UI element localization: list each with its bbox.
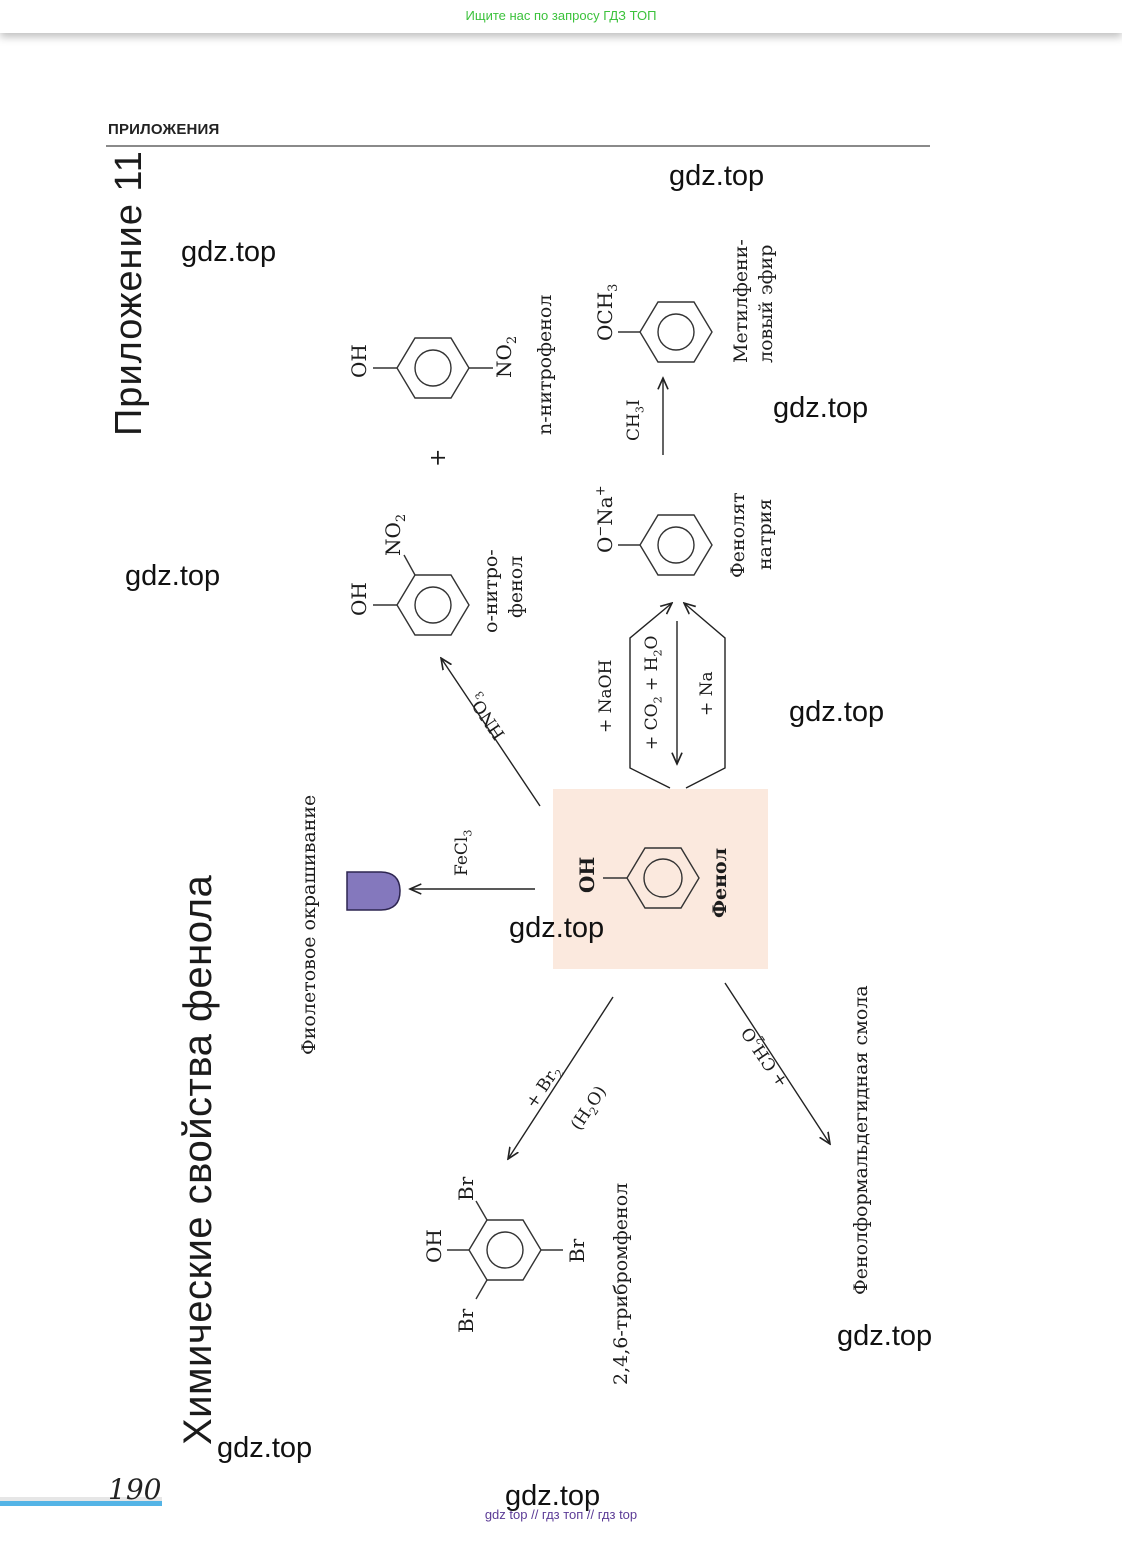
na-arrow	[684, 603, 726, 789]
phenol-name: Фенол	[709, 847, 731, 918]
bromination-arrow	[508, 996, 614, 1159]
tribromophenol-name: 2,4,6-трибромфенол	[610, 1182, 632, 1385]
nitration-arrow	[441, 658, 541, 807]
watermark: gdz.top	[509, 912, 605, 944]
page-number: 190	[108, 1473, 162, 1506]
watermark: gdz.top	[181, 236, 277, 268]
sodium-phenolate-ring	[618, 514, 713, 576]
methylation-reagent: CH3I	[624, 399, 647, 441]
anisole-name-line1: Метилфени-	[730, 239, 752, 363]
anisole-ring	[618, 301, 713, 363]
textbook-page: ПРИЛОЖЕНИЯ Приложение 11 Химические свой…	[0, 33, 1122, 1567]
formaldehyde-arrow	[724, 982, 830, 1144]
na-reagent: + Na	[697, 671, 717, 716]
naoh-reagent: + NaOH	[596, 659, 616, 733]
phenol-ring	[603, 847, 700, 909]
phenolate-name-line2: натрия	[754, 498, 776, 570]
naoh-arrow	[629, 603, 672, 789]
o-nitrophenol-name-line1: о-нитро-	[480, 549, 502, 633]
top-banner: Ищите нас по запросу ГДЗ ТОП	[0, 0, 1122, 33]
watermark: gdz.top	[217, 1432, 313, 1464]
o-nitrophenol-name-line2: фенол	[505, 555, 527, 618]
p-nitrophenol-oh: OH	[347, 344, 371, 378]
watermark: gdz.top	[505, 1480, 601, 1512]
co2-reagent: + CO2 + H2O	[642, 635, 665, 750]
o-nitrophenol-oh: OH	[347, 582, 371, 616]
top-banner-text: Ищите нас по запросу ГДЗ ТОП	[465, 8, 657, 23]
p-nitrophenol-ring	[373, 337, 493, 399]
header-divider	[106, 145, 930, 147]
anisole-name-line2: ловый эфир	[755, 244, 777, 363]
watermark: gdz.top	[125, 560, 221, 592]
plus-sign: +	[426, 448, 451, 467]
tribromophenol-ring	[447, 1200, 563, 1300]
watermark: gdz.top	[669, 160, 765, 192]
phenolate-name-line1: Фенолят	[727, 492, 749, 578]
tribromophenol-oh: OH	[422, 1229, 446, 1263]
watermark: gdz.top	[837, 1320, 933, 1352]
phenolate-formula: O−Na+	[593, 485, 617, 553]
p-nitrophenol-name: n-нитрофенол	[534, 294, 556, 435]
watermark: gdz.top	[789, 696, 885, 728]
violet-tube-icon	[346, 871, 401, 911]
section-label: ПРИЛОЖЕНИЯ	[108, 121, 220, 138]
phenol-highlight-box	[553, 789, 768, 969]
tribromophenol-br-2: Br	[454, 1176, 478, 1201]
p-nitrophenol-no2: NO2	[492, 335, 520, 378]
tribromophenol-br-6: Br	[454, 1308, 478, 1333]
page-number-bar	[0, 1501, 162, 1506]
watermark: gdz.top	[773, 392, 869, 424]
footer-links: gdz top // гдз топ // гдз top	[484, 1507, 638, 1522]
o-nitrophenol-no2: NO2	[381, 513, 409, 556]
o-nitrophenol-ring	[373, 554, 470, 636]
page-bar-shadow	[0, 1497, 162, 1501]
resin-name: Фенолформальдегидная смола	[850, 985, 872, 1295]
anisole-och3: OCH3	[593, 283, 621, 341]
reaction-diagram	[346, 301, 1122, 1300]
phenol-oh-label: OH	[575, 856, 599, 893]
fecl3-reagent: FeCl3	[452, 829, 475, 876]
tribromophenol-br-4: Br	[565, 1238, 589, 1263]
violet-color-result: Фиолетовое окрашивание	[298, 794, 320, 1055]
